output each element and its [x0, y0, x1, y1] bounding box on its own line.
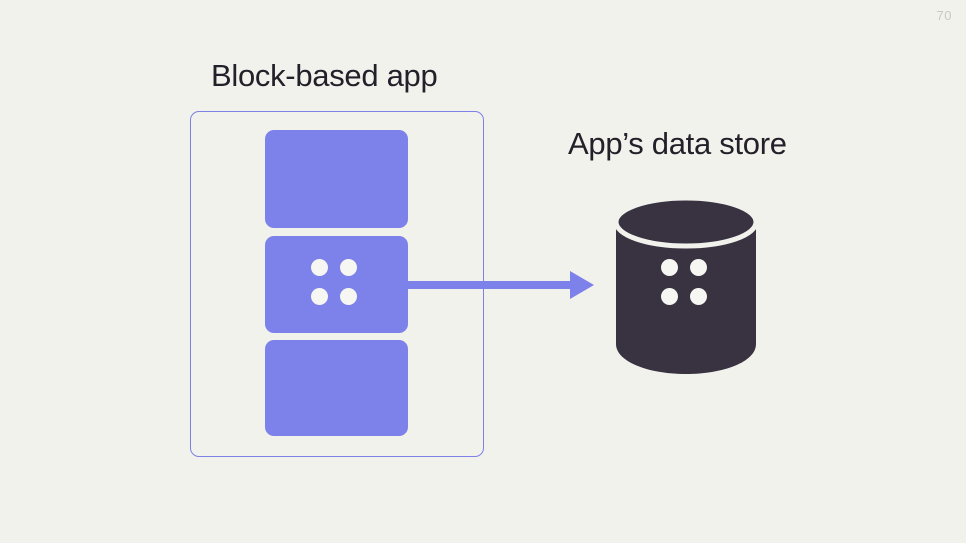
data-store-cylinder-icon [613, 195, 759, 374]
app-block-bottom [265, 340, 408, 436]
flow-arrow-icon [404, 271, 594, 299]
dot-icon [311, 288, 328, 305]
dot-icon [690, 259, 707, 276]
data-store-dots [661, 259, 711, 309]
dot-icon [340, 259, 357, 276]
block-based-app-title: Block-based app [211, 58, 438, 93]
dot-icon [690, 288, 707, 305]
dot-icon [661, 288, 678, 305]
dot-icon [661, 259, 678, 276]
data-store-title: App’s data store [568, 126, 787, 161]
dot-icon [340, 288, 357, 305]
dot-icon [311, 259, 328, 276]
app-block-middle [265, 236, 408, 333]
block-data-dots [311, 259, 361, 309]
app-block-top [265, 130, 408, 228]
page-number: 70 [936, 8, 952, 23]
